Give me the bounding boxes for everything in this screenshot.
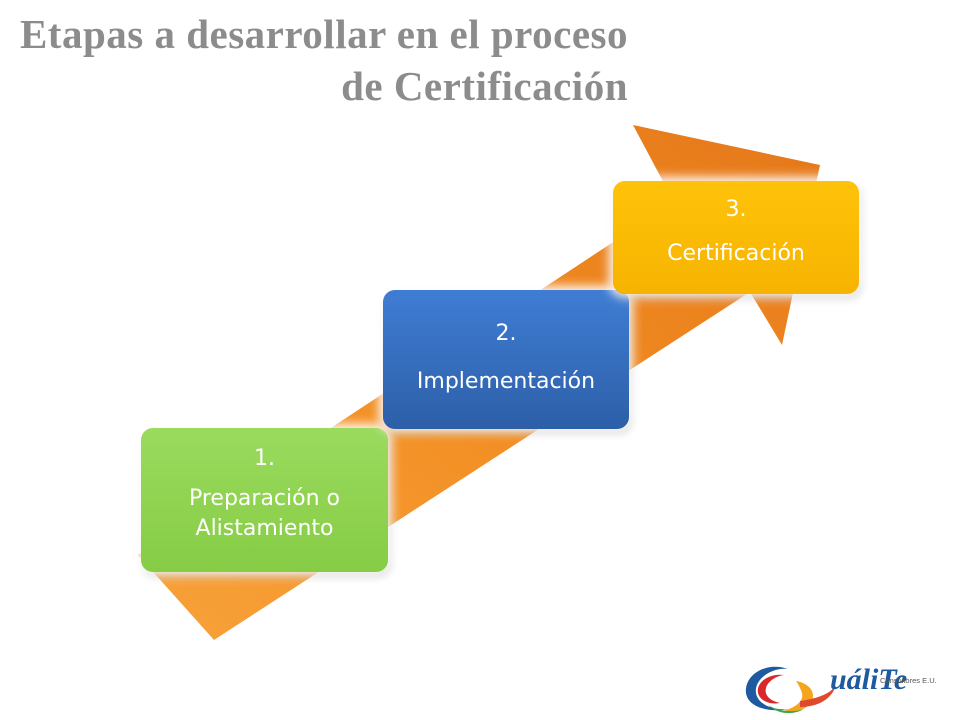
step-3-label: Certificación	[667, 240, 805, 266]
logo-swirl-icon	[745, 666, 836, 714]
step-1-label-line-2: Alistamiento	[195, 516, 334, 541]
title-line-1: Etapas a desarrollar en el proceso	[19, 11, 628, 57]
step-2-box: 2. Implementación	[383, 290, 629, 429]
logo-subtitle: Consultores E.U.	[880, 676, 937, 685]
step-2-label: Implementación	[416, 368, 596, 394]
step-1-label: Preparación o Alistamiento	[189, 484, 340, 544]
step-2-number: 2.	[495, 320, 517, 346]
step-1-number: 1.	[254, 446, 275, 471]
page-title: Etapas a desarrollar en el proceso de Ce…	[0, 8, 628, 112]
step-1-label-line-1: Preparación o	[188, 486, 340, 511]
logo-wordmark: uáliTe	[830, 663, 908, 696]
company-logo: uáliTe Consultores E.U.	[738, 655, 948, 715]
step-1-box: 1. Preparación o Alistamiento	[141, 428, 388, 572]
step-3-box: 3. Certificación	[613, 181, 859, 294]
title-line-2: de Certificación	[341, 63, 628, 109]
step-3-number: 3.	[725, 196, 747, 222]
